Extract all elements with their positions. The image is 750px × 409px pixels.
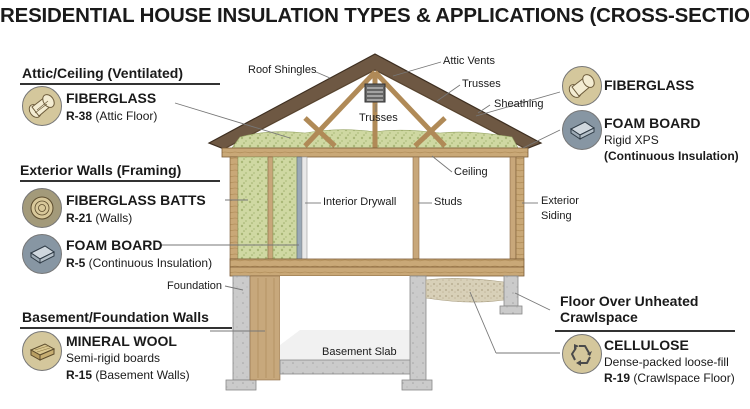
label-attic-vents: Attic Vents bbox=[443, 55, 495, 67]
attic-vent bbox=[364, 83, 386, 103]
material-rating: R-19 (Crawlspace Floor) bbox=[604, 371, 735, 385]
material-name: FIBERGLASS bbox=[604, 77, 695, 93]
label-studs: Studs bbox=[434, 196, 463, 208]
material-subtitle: Semi-rigid boards bbox=[66, 351, 161, 365]
label-trusses: Trusses bbox=[462, 78, 501, 90]
material-name: FIBERGLASS bbox=[66, 90, 157, 106]
material-name: FOAM BOARD bbox=[66, 237, 163, 253]
section-divider bbox=[20, 327, 232, 329]
foam-board-icon bbox=[22, 234, 62, 274]
material-rating: R-38 (Attic Floor) bbox=[66, 109, 158, 123]
recycle-icon bbox=[562, 334, 602, 374]
label-exterior: Exterior bbox=[541, 195, 579, 207]
material-rating: R-5 (Continuous Insulation) bbox=[66, 256, 213, 270]
batt-roll-icon bbox=[22, 188, 62, 228]
material-rating: R-15 (Basement Walls) bbox=[66, 368, 190, 382]
label-sheathing: Sheathing bbox=[494, 98, 544, 110]
material-subtitle: Dense-packed loose-fill bbox=[604, 355, 729, 369]
fiberglass-roll-icon bbox=[562, 66, 602, 106]
wall-framing bbox=[229, 156, 525, 260]
material-subtitle: Rigid XPS bbox=[604, 133, 659, 147]
foundation bbox=[225, 275, 523, 391]
roof bbox=[207, 53, 543, 150]
floor-deck bbox=[229, 258, 525, 277]
label-basement-slab: Basement Slab bbox=[322, 346, 397, 358]
material-name: CELLULOSE bbox=[604, 337, 689, 353]
section-divider bbox=[555, 330, 735, 332]
foam-board-icon bbox=[562, 110, 602, 150]
section-divider bbox=[20, 180, 220, 182]
leader-lines bbox=[160, 61, 561, 354]
fiberglass-roll-icon bbox=[22, 86, 62, 126]
label-interior-drywall: Interior Drywall bbox=[323, 196, 397, 208]
material-rating: R-21 (Walls) bbox=[66, 211, 133, 225]
label-siding: Siding bbox=[541, 210, 572, 222]
material-name: MINERAL WOOL bbox=[66, 333, 177, 349]
material-detail: (Continuous Insulation) bbox=[604, 149, 739, 163]
ceiling-joist bbox=[221, 147, 529, 158]
label-trusses-center: Trusses bbox=[359, 112, 398, 124]
label-roof-shingles: Roof Shingles bbox=[248, 64, 317, 76]
material-name: FIBERGLASS BATTS bbox=[66, 192, 206, 208]
section-exterior-walls: Exterior Walls (Framing) bbox=[20, 162, 182, 178]
mineral-wool-icon bbox=[22, 331, 62, 371]
page-title: RESIDENTIAL HOUSE INSULATION TYPES & APP… bbox=[0, 4, 750, 27]
section-basement-foundation: Basement/Foundation Walls bbox=[22, 309, 209, 325]
label-ceiling: Ceiling bbox=[454, 166, 488, 178]
label-foundation: Foundation bbox=[167, 280, 223, 292]
section-attic-ceiling: Attic/Ceiling (Ventilated) bbox=[22, 65, 184, 81]
section-divider bbox=[20, 83, 220, 85]
section-crawlspace: Floor Over Unheated Crawlspace bbox=[560, 293, 699, 325]
trusses bbox=[303, 70, 447, 148]
material-name: FOAM BOARD bbox=[604, 115, 701, 131]
